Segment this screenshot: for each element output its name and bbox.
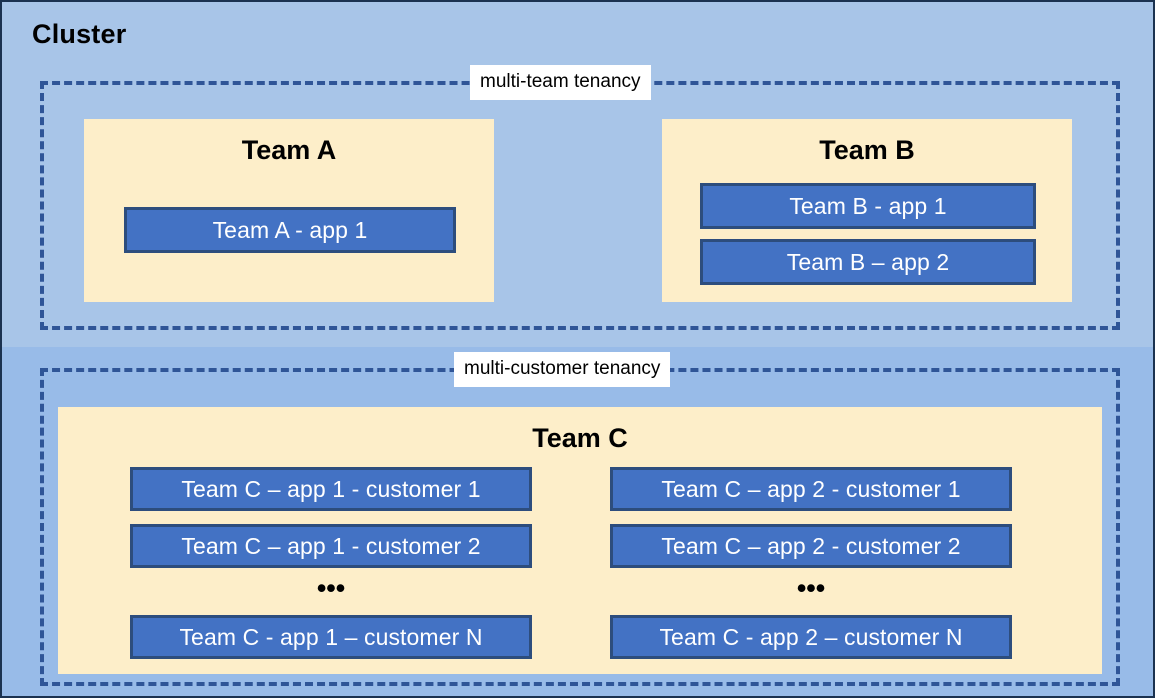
ellipsis-team-c-app-1: ••• xyxy=(316,573,346,603)
team-title-team-c: Team C xyxy=(532,423,628,453)
app-chip-team-c-app-2-customer-2[interactable]: Team C – app 2 - customer 2 xyxy=(610,524,1012,568)
app-chip-team-c-app-1-customer-n[interactable]: Team C - app 1 – customer N xyxy=(130,615,532,659)
app-chip-team-b-app-1[interactable]: Team B - app 1 xyxy=(700,183,1036,229)
app-chip-team-c-app-2-customer-n[interactable]: Team C - app 2 – customer N xyxy=(610,615,1012,659)
app-chip-team-c-app-1-customer-1[interactable]: Team C – app 1 - customer 1 xyxy=(130,467,532,511)
app-chip-team-c-app-1-customer-2[interactable]: Team C – app 1 - customer 2 xyxy=(130,524,532,568)
team-title-team-a: Team A xyxy=(241,135,337,165)
team-box-team-b: Team B Team B - app 1 Team B – app 2 xyxy=(662,119,1072,302)
tenancy-label-multi-team: multi-team tenancy xyxy=(470,65,651,100)
team-box-team-a: Team A Team A - app 1 xyxy=(84,119,494,302)
ellipsis-team-c-app-2: ••• xyxy=(796,573,826,603)
team-box-team-c: Team C Team C – app 1 - customer 1 Team … xyxy=(58,407,1102,674)
tenancy-label-multi-customer: multi-customer tenancy xyxy=(454,352,671,387)
app-chip-team-c-app-2-customer-1[interactable]: Team C – app 2 - customer 1 xyxy=(610,467,1012,511)
app-chip-team-b-app-2[interactable]: Team B – app 2 xyxy=(700,239,1036,285)
team-c-column-app-1: Team C – app 1 - customer 1 Team C – app… xyxy=(130,467,532,659)
cluster-title: Cluster xyxy=(32,19,127,49)
app-chip-team-a-app-1[interactable]: Team A - app 1 xyxy=(124,207,456,253)
team-c-column-app-2: Team C – app 2 - customer 1 Team C – app… xyxy=(610,467,1012,659)
team-title-team-b: Team B xyxy=(819,135,915,165)
